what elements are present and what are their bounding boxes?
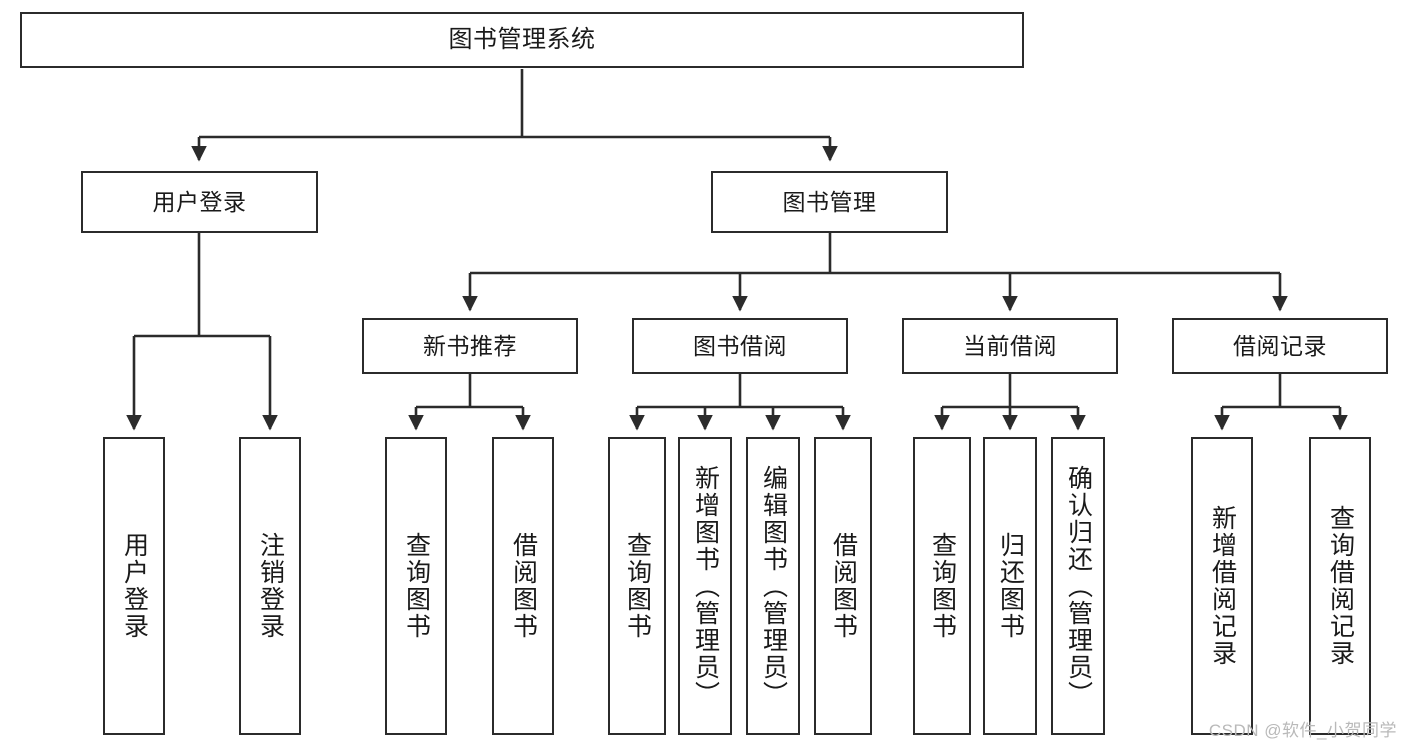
node-label: 新增图书（管理员） [691,464,720,708]
leaf-user-login[interactable]: 用户登录 [103,437,165,735]
node-current-borrowing[interactable]: 当前借阅 [902,318,1118,374]
leaf-return-books[interactable]: 归还图书 [983,437,1037,735]
node-label: 图书管理 [782,188,877,215]
leaf-query-books-borrowing[interactable]: 查询图书 [608,437,666,735]
node-label: 图书借阅 [693,332,787,359]
node-label: 编辑图书（管理员） [759,464,788,708]
leaf-confirm-return-admin[interactable]: 确认归还（管理员） [1051,437,1105,735]
node-label: 注销登录 [256,532,285,640]
node-borrowing-records[interactable]: 借阅记录 [1172,318,1388,374]
node-label: 新书推荐 [423,332,517,359]
node-label: 确认归还（管理员） [1064,464,1093,708]
node-root-library-management-system[interactable]: 图书管理系统 [20,12,1024,68]
leaf-add-book-admin[interactable]: 新增图书（管理员） [678,437,732,735]
node-label: 图书管理系统 [448,26,596,54]
node-label: 借阅图书 [829,532,858,640]
leaf-query-books-current[interactable]: 查询图书 [913,437,971,735]
node-label: 用户登录 [120,532,149,640]
leaf-query-books-recommendation[interactable]: 查询图书 [385,437,447,735]
node-new-book-recommendation[interactable]: 新书推荐 [362,318,578,374]
leaf-add-borrow-record[interactable]: 新增借阅记录 [1191,437,1253,735]
node-label: 借阅图书 [509,532,538,640]
node-label: 归还图书 [996,532,1025,640]
leaf-borrow-books-recommendation[interactable]: 借阅图书 [492,437,554,735]
node-book-borrowing[interactable]: 图书借阅 [632,318,848,374]
leaf-borrow-books-borrowing[interactable]: 借阅图书 [814,437,872,735]
node-label: 查询图书 [402,532,431,640]
leaf-edit-book-admin[interactable]: 编辑图书（管理员） [746,437,800,735]
node-label: 查询借阅记录 [1326,505,1355,667]
node-label: 查询图书 [928,532,957,640]
node-label: 借阅记录 [1233,332,1327,359]
node-label: 当前借阅 [963,332,1057,359]
node-user-login[interactable]: 用户登录 [81,171,318,233]
node-label: 新增借阅记录 [1208,505,1237,667]
node-label: 查询图书 [623,532,652,640]
leaf-query-borrow-record[interactable]: 查询借阅记录 [1309,437,1371,735]
node-label: 用户登录 [152,188,247,215]
leaf-logout[interactable]: 注销登录 [239,437,301,735]
watermark-text: CSDN @软件_小贺同学 [1208,721,1397,740]
node-book-management[interactable]: 图书管理 [711,171,948,233]
